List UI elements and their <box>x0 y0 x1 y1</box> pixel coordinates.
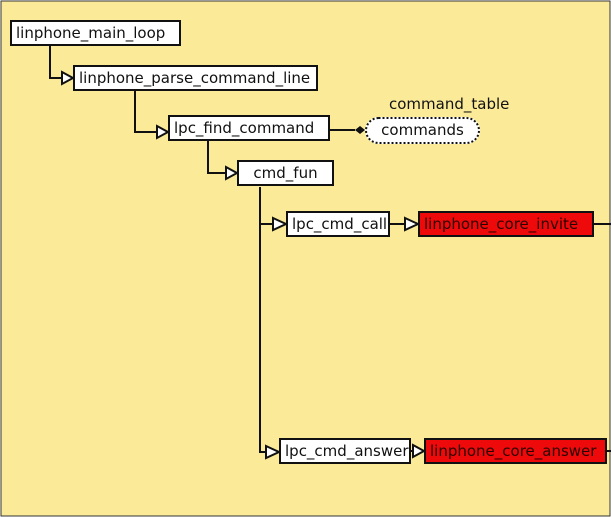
arrowhead-cmd-fun <box>225 165 240 181</box>
arrowhead-find-command <box>156 124 171 140</box>
data-node-commands[interactable]: commands <box>365 117 480 144</box>
node-linphone-parse-command-line[interactable]: linphone_parse_command_line <box>73 65 318 91</box>
node-linphone-core-answer[interactable]: linphone_core_answer <box>424 438 607 464</box>
arrowhead-core-invite <box>404 216 421 232</box>
node-lpc-cmd-answer[interactable]: lpc_cmd_answer <box>279 438 411 464</box>
node-linphone-core-invite[interactable]: linphone_core_invite <box>418 211 594 237</box>
diamond-connector <box>355 126 365 134</box>
arrowhead-cmd-answer <box>265 444 282 460</box>
edge-parse-to-find-command <box>134 91 157 133</box>
node-cmd-fun[interactable]: cmd_fun <box>237 160 334 186</box>
node-lpc-cmd-call[interactable]: lpc_cmd_call <box>286 211 390 237</box>
node-lpc-find-command[interactable]: lpc_find_command <box>168 115 330 141</box>
data-label-command-table: command_table <box>389 95 510 113</box>
edge-main-loop-to-parse <box>49 46 62 79</box>
arrowhead-cmd-call <box>272 216 289 232</box>
edge-find-command-to-cmd-fun <box>207 140 226 174</box>
node-linphone-main-loop[interactable]: linphone_main_loop <box>10 20 181 46</box>
arrowhead-core-answer <box>412 443 427 459</box>
arrowhead-parse <box>61 70 76 86</box>
